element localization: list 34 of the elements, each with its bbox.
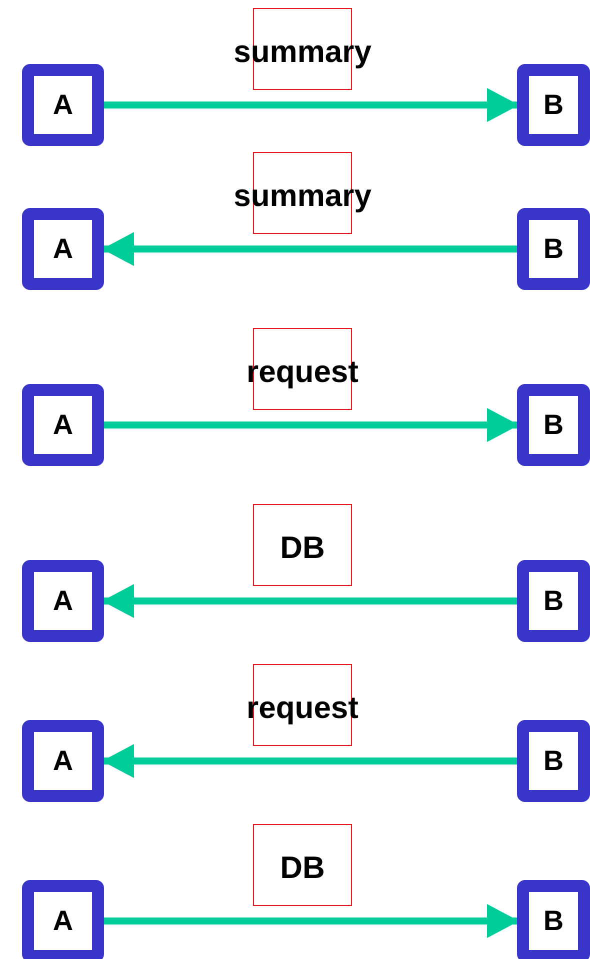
party-label: A bbox=[52, 585, 74, 617]
party-label: B bbox=[543, 89, 564, 121]
arrow bbox=[104, 88, 519, 122]
arrow bbox=[102, 584, 517, 618]
party-box bbox=[517, 64, 590, 146]
party-label: A bbox=[52, 905, 74, 937]
party-label: A bbox=[52, 233, 74, 265]
party-box bbox=[22, 64, 104, 146]
party-label: A bbox=[52, 89, 74, 121]
party-box bbox=[517, 384, 590, 466]
party-box bbox=[22, 720, 104, 802]
party-box bbox=[517, 720, 590, 802]
party-box bbox=[517, 560, 590, 642]
party-label: B bbox=[543, 409, 564, 441]
party-label: B bbox=[543, 745, 564, 777]
party-label: A bbox=[52, 745, 74, 777]
label-frame bbox=[253, 824, 352, 906]
party-label: B bbox=[543, 905, 564, 937]
message-label: DB bbox=[280, 530, 325, 566]
party-label: A bbox=[52, 409, 74, 441]
party-box bbox=[22, 880, 104, 959]
party-box bbox=[517, 880, 590, 959]
message-label: DB bbox=[280, 850, 325, 886]
party-box bbox=[22, 208, 104, 290]
label-frame bbox=[253, 504, 352, 586]
party-box bbox=[22, 560, 104, 642]
party-label: B bbox=[543, 233, 564, 265]
party-box bbox=[517, 208, 590, 290]
party-label: B bbox=[543, 585, 564, 617]
arrow bbox=[102, 232, 517, 266]
arrow bbox=[104, 904, 519, 938]
party-box bbox=[22, 384, 104, 466]
arrow bbox=[102, 744, 517, 778]
arrow bbox=[104, 408, 519, 442]
